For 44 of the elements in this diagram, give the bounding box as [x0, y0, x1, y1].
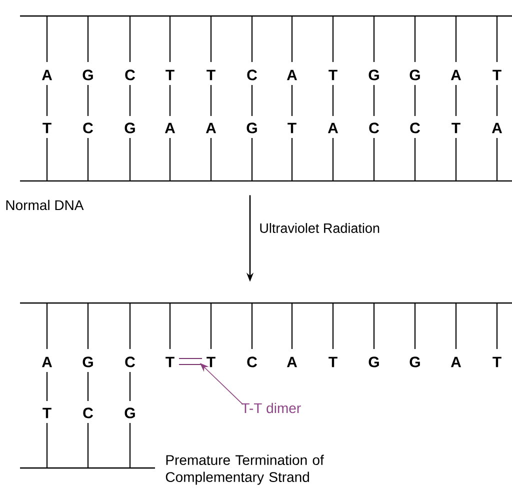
base-letter: A: [42, 70, 52, 80]
base-letter: G: [368, 356, 379, 368]
base-letter: G: [410, 356, 420, 368]
base-letter: G: [368, 70, 379, 80]
base-letter: C: [369, 122, 379, 134]
base-letter: T: [206, 70, 216, 80]
base-letter: A: [164, 122, 176, 134]
base-letter: T: [166, 70, 174, 80]
base-letter: C: [83, 408, 93, 418]
base-letter: T: [452, 122, 460, 134]
base-letter: G: [82, 70, 93, 80]
base-letter: C: [247, 356, 257, 368]
base-letter: C: [125, 70, 135, 80]
node-label: Normal DNA: [6, 200, 84, 210]
base-letter: C: [125, 356, 135, 368]
base-letter: A: [286, 70, 298, 80]
base-letter: A: [286, 356, 298, 368]
base-letter: A: [450, 70, 461, 80]
base-letter: G: [124, 408, 135, 418]
base-letter: T: [42, 408, 52, 418]
base-letter: G: [246, 122, 257, 134]
base-letter: A: [328, 122, 338, 134]
base-letter: A: [492, 122, 502, 134]
base-letter: A: [450, 356, 461, 368]
base-letter: C: [83, 122, 93, 134]
base-letter: T: [328, 70, 338, 80]
dimer-label: T-T dimer: [242, 402, 301, 414]
node-label: Premature Termination of Complementary Strand: [166, 454, 324, 485]
base-letter: A: [42, 356, 52, 368]
base-letter: T: [492, 70, 502, 80]
base-letter: G: [82, 356, 93, 368]
base-letter: T: [328, 356, 338, 368]
dimer-bond: [179, 358, 202, 366]
base-letter: G: [410, 70, 420, 80]
base-letter: G: [124, 122, 135, 134]
base-letter: T: [492, 356, 502, 368]
base-letter: A: [206, 122, 216, 134]
base-letter: C: [247, 70, 257, 80]
edge-label: Ultraviolet Radiation: [258, 222, 381, 234]
base-letter: C: [410, 122, 420, 134]
base-letter: T: [206, 356, 216, 368]
base-letter: T: [288, 122, 296, 134]
base-letter: T: [42, 122, 52, 134]
dna-strand-drawing: [20, 15, 512, 182]
